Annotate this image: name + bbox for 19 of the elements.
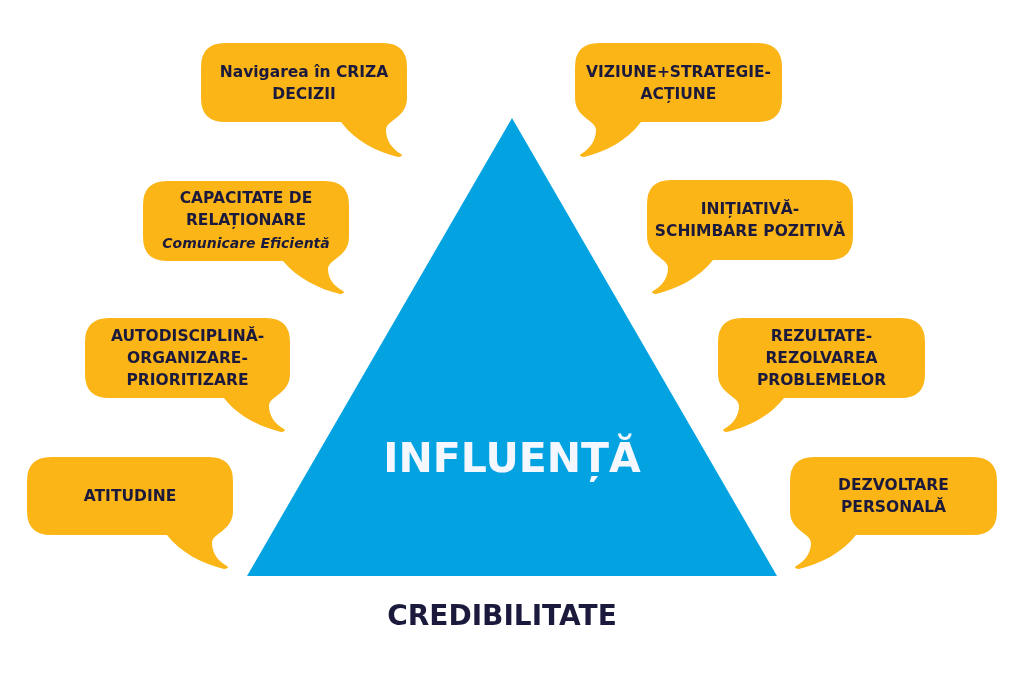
pyramid-base-label: CREDIBILITATE — [386, 599, 618, 633]
pyramid-title: INFLUENȚĂ — [383, 434, 641, 483]
speech-bubble — [575, 43, 782, 157]
bubble-text: INIȚIATIVĂ-SCHIMBARE POZITIVĂ — [653, 198, 847, 242]
bubble-text: DEZVOLTARE PERSONALĂ — [837, 475, 950, 518]
speech-bubble — [143, 181, 349, 294]
bubble-text: Navigarea în CRIZA DECIZII — [218, 61, 390, 105]
bubble-text: REZULTATE-REZOLVAREA PROBLEMELOR — [755, 326, 888, 391]
bubble-text: VIZIUNE+STRATEGIE-ACȚIUNE — [584, 61, 772, 105]
speech-bubble — [201, 43, 407, 157]
bubble-text: CAPACITATE DE RELAȚIONARE — [178, 188, 314, 231]
speech-bubble — [790, 457, 997, 569]
speech-bubble — [85, 318, 290, 432]
speech-bubble — [27, 457, 233, 569]
bubble-subtext: Comunicare Eficientă — [162, 234, 330, 253]
speech-bubble — [647, 180, 853, 294]
bubble-text: AUTODISCIPLINĂ-ORGANIZARE-PRIORITIZARE — [109, 325, 266, 391]
speech-bubble — [718, 318, 925, 432]
bubble-text: ATITUDINE — [83, 486, 177, 507]
